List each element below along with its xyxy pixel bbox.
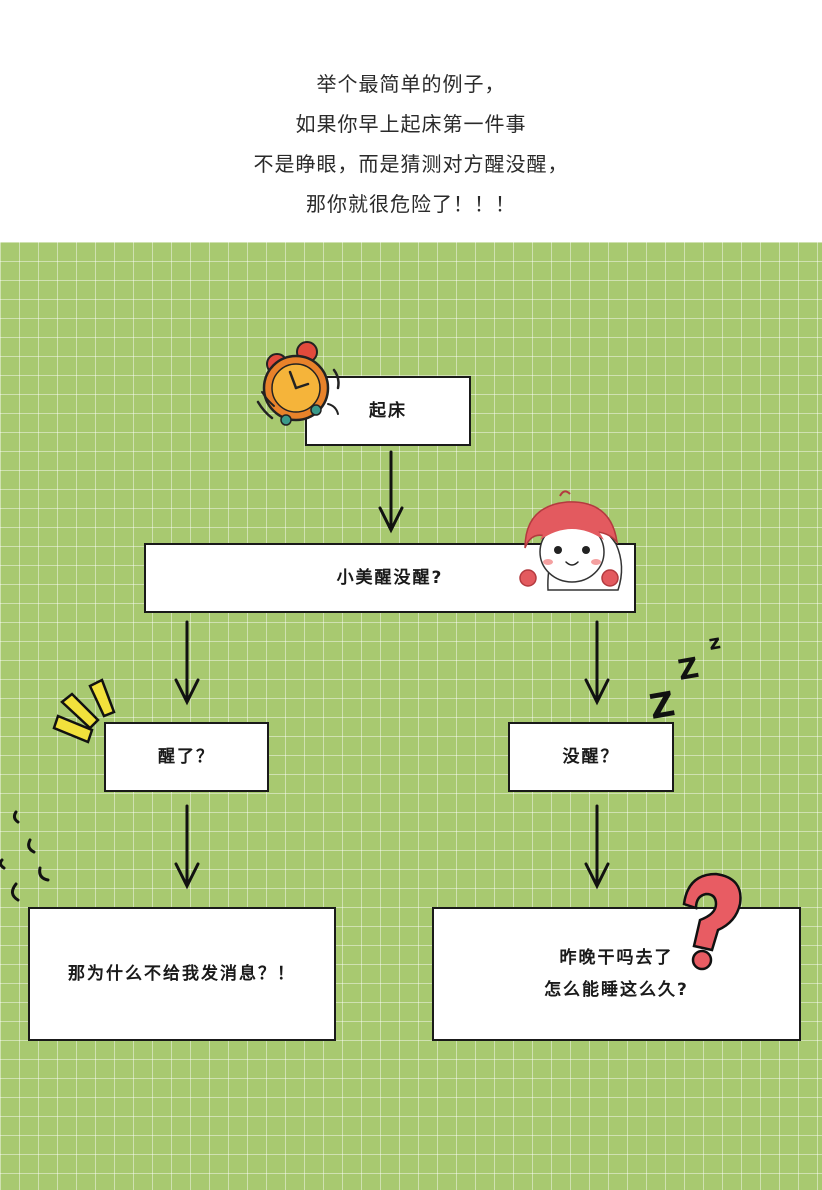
- asleep-label: 没醒？: [562, 747, 620, 767]
- awake-result-label: 那为什么不给我发消息？！: [68, 964, 296, 984]
- exclamation-burst-icon: [52, 678, 116, 744]
- question-mark-icon: [682, 872, 742, 971]
- question-label: 小美醒没醒?: [336, 568, 444, 588]
- awake-box: 醒了？: [104, 722, 269, 792]
- sleep-z-large: Z: [647, 684, 678, 728]
- intro-text-block: 举个最简单的例子， 如果你早上起床第一件事 不是睁眼，而是猜测对方醒没醒， 那你…: [0, 0, 822, 242]
- asleep-result-line-1: 昨晚干吗去了: [559, 948, 674, 968]
- intro-line-2: 如果你早上起床第一件事: [295, 112, 527, 136]
- arrow-start-to-question-head: [378, 506, 404, 534]
- awake-label: 醒了？: [158, 747, 215, 767]
- arrow-question-to-asleep-head: [584, 678, 610, 706]
- intro-line-3: 不是睁眼，而是猜测对方醒没醒，: [253, 152, 569, 176]
- girl-avatar-icon: [519, 490, 623, 591]
- arrow-question-to-awake-head: [174, 678, 200, 706]
- intro-line-1: 举个最简单的例子，: [316, 72, 506, 96]
- swirl-marks-icon: [0, 810, 50, 902]
- sleep-z-medium: Z: [675, 651, 701, 687]
- sleep-z-icon: Z Z z: [647, 629, 723, 728]
- awake-result-box: 那为什么不给我发消息？！: [28, 907, 336, 1041]
- sleep-z-small: z: [707, 629, 723, 655]
- asleep-result-line-2: 怎么能睡这么久?: [544, 980, 689, 1000]
- start-label: 起床: [369, 401, 407, 421]
- arrow-asleep-to-result-head: [584, 862, 610, 890]
- asleep-result-box: 昨晚干吗去了 怎么能睡这么久?: [432, 907, 801, 1041]
- intro-line-4: 那你就很危险了！！！: [306, 192, 516, 216]
- arrow-awake-to-result-head: [174, 862, 200, 890]
- start-box: 起床: [305, 376, 471, 446]
- alarm-clock-icon: [256, 341, 340, 426]
- asleep-box: 没醒？: [508, 722, 674, 792]
